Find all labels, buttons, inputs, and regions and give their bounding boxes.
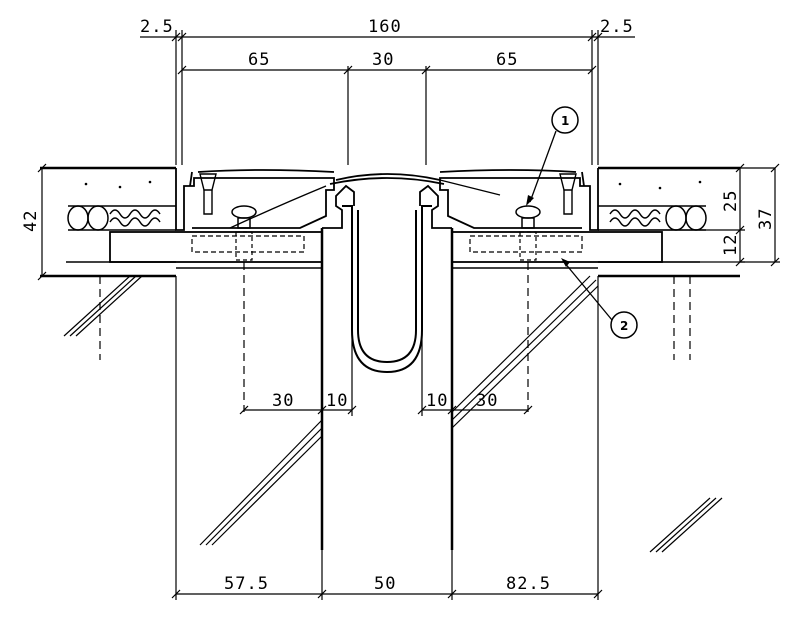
dim-bottom-right: 82.5 bbox=[506, 574, 551, 594]
callout-1: 1 bbox=[526, 106, 579, 206]
dim-top-left-segment: 65 bbox=[248, 50, 270, 70]
side-dimensions bbox=[37, 163, 780, 281]
dim-mid-left-30: 30 bbox=[272, 391, 294, 411]
dim-left-height: 42 bbox=[21, 210, 41, 232]
dim-top-left-offset: 2.5 bbox=[140, 17, 174, 37]
rubber-seal bbox=[342, 205, 432, 374]
base-plates bbox=[109, 231, 663, 263]
dim-bottom-middle: 50 bbox=[374, 574, 396, 594]
concrete-dots bbox=[84, 180, 702, 190]
right-filler bbox=[598, 205, 707, 231]
dim-top-middle-segment: 30 bbox=[372, 50, 394, 70]
aluminium-profile-right bbox=[419, 168, 599, 231]
callout-2: 2 bbox=[561, 258, 638, 339]
dim-mid-left-10: 10 bbox=[326, 391, 348, 411]
dim-mid-right-10: 10 bbox=[426, 391, 448, 411]
bottom-dimensions bbox=[171, 550, 603, 600]
anchor-bolts bbox=[231, 205, 541, 229]
dim-right-lower: 12 bbox=[721, 234, 741, 256]
dim-top-right-offset: 2.5 bbox=[600, 17, 634, 37]
dim-bottom-left: 57.5 bbox=[224, 574, 269, 594]
dashed-guides bbox=[99, 262, 691, 412]
mid-dimensions bbox=[239, 330, 533, 416]
dim-right-upper: 25 bbox=[721, 190, 741, 212]
left-filler bbox=[67, 205, 176, 231]
dim-top-right-segment: 65 bbox=[496, 50, 518, 70]
callout-2-label: 2 bbox=[620, 319, 628, 333]
break-lines bbox=[63, 275, 723, 553]
slab-lines bbox=[40, 166, 740, 278]
dim-top-overall: 160 bbox=[368, 17, 402, 37]
cover-plate bbox=[329, 173, 501, 196]
walls bbox=[175, 228, 599, 600]
top-dimensions bbox=[140, 30, 635, 165]
aluminium-profile-left bbox=[175, 168, 355, 231]
callout-1-label: 1 bbox=[561, 114, 569, 128]
dim-mid-right-30: 30 bbox=[476, 391, 498, 411]
surface-screws bbox=[199, 173, 577, 215]
dim-right-overall: 37 bbox=[756, 208, 776, 230]
